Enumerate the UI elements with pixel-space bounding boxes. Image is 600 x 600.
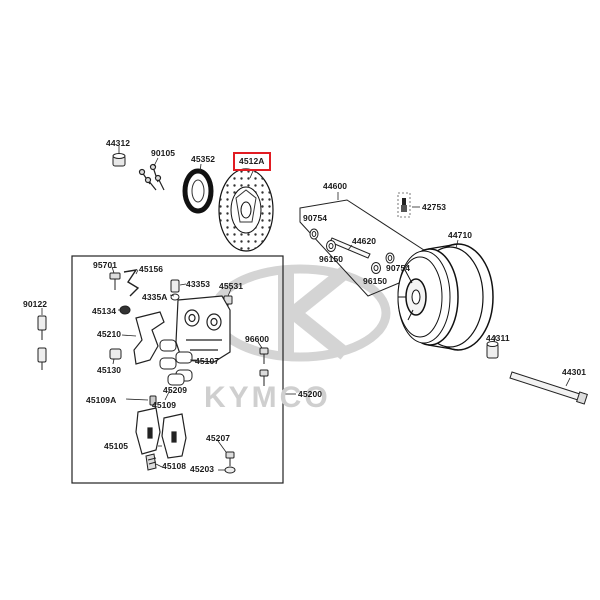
cap-4335A-shape [170, 293, 180, 301]
label-45130: 45130 [97, 365, 122, 375]
label-45352: 45352 [191, 154, 216, 164]
clip-45109A-shape [149, 395, 157, 406]
label-45207: 45207 [206, 433, 231, 443]
label-45210: 45210 [97, 329, 122, 339]
bleeder-43353-shape [170, 279, 180, 293]
label-4335A: 4335A [142, 292, 168, 302]
label-45109: 45109 [152, 400, 177, 410]
bracket-45210-shape [133, 311, 165, 365]
label-4512A-highlighted: 4512A [233, 152, 271, 171]
caliper-body-shape [175, 295, 231, 363]
brake-disc-4512A-shape [218, 168, 274, 252]
label-96600: 96600 [245, 334, 270, 344]
label-45134: 45134 [92, 306, 117, 316]
label-95701: 95701 [93, 260, 118, 270]
seal-90754a-shape [309, 228, 319, 240]
label-45209: 45209 [163, 385, 188, 395]
label-44312: 44312 [106, 138, 131, 148]
plug-45203-shape [224, 466, 236, 474]
wheel-44710-shape [397, 243, 494, 351]
axle-44301-shape [509, 371, 588, 405]
label-45105: 45105 [104, 441, 129, 451]
pin-45207-shape [225, 451, 235, 466]
sleeve-45130-shape [109, 348, 122, 360]
label-42753: 42753 [422, 202, 447, 212]
seal-90754b-shape [385, 252, 395, 264]
pins-90122-shape [37, 315, 47, 370]
bolts-90105-shape [138, 163, 165, 191]
kymco-watermark-logo [209, 264, 391, 362]
valve-42753-shape [397, 192, 411, 218]
label-45107: 45107 [195, 356, 220, 366]
bearing-96150a-shape [326, 240, 336, 252]
collar-44311-shape [486, 341, 499, 359]
label-45200: 45200 [298, 389, 323, 399]
label-96150-a: 96150 [319, 254, 344, 264]
label-90105: 90105 [151, 148, 176, 158]
label-90754-b: 90754 [386, 263, 411, 273]
label-43353: 43353 [186, 279, 211, 289]
spring-45156-shape [123, 269, 140, 297]
label-45531: 45531 [219, 281, 244, 291]
pads-45105-shape [135, 407, 187, 459]
label-90754-a: 90754 [303, 213, 328, 223]
label-45109A: 45109A [86, 395, 117, 405]
leader-lines [111, 266, 263, 471]
label-90122: 90122 [23, 299, 48, 309]
pistons-45107-shape [159, 339, 193, 386]
bushing-44312-shape [112, 153, 126, 167]
label-44620: 44620 [352, 236, 377, 246]
label-44600: 44600 [323, 181, 348, 191]
bolt-95701-shape [109, 272, 121, 290]
caliper-assembly-box [71, 255, 284, 484]
boot-45134-shape [119, 305, 131, 315]
label-44301: 44301 [562, 367, 587, 377]
label-44311: 44311 [486, 333, 510, 343]
bolts-96600-shape [259, 347, 269, 386]
flange-45352-shape [182, 168, 214, 214]
label-44710: 44710 [448, 230, 473, 240]
label-96150-b: 96150 [363, 276, 388, 286]
bearing-96150b-shape [371, 262, 381, 274]
watermark-text: KYMCO [204, 381, 331, 414]
spring-45108-shape [145, 453, 157, 471]
label-45203: 45203 [190, 464, 215, 474]
label-45108: 45108 [162, 461, 187, 471]
label-45156: 45156 [139, 264, 164, 274]
